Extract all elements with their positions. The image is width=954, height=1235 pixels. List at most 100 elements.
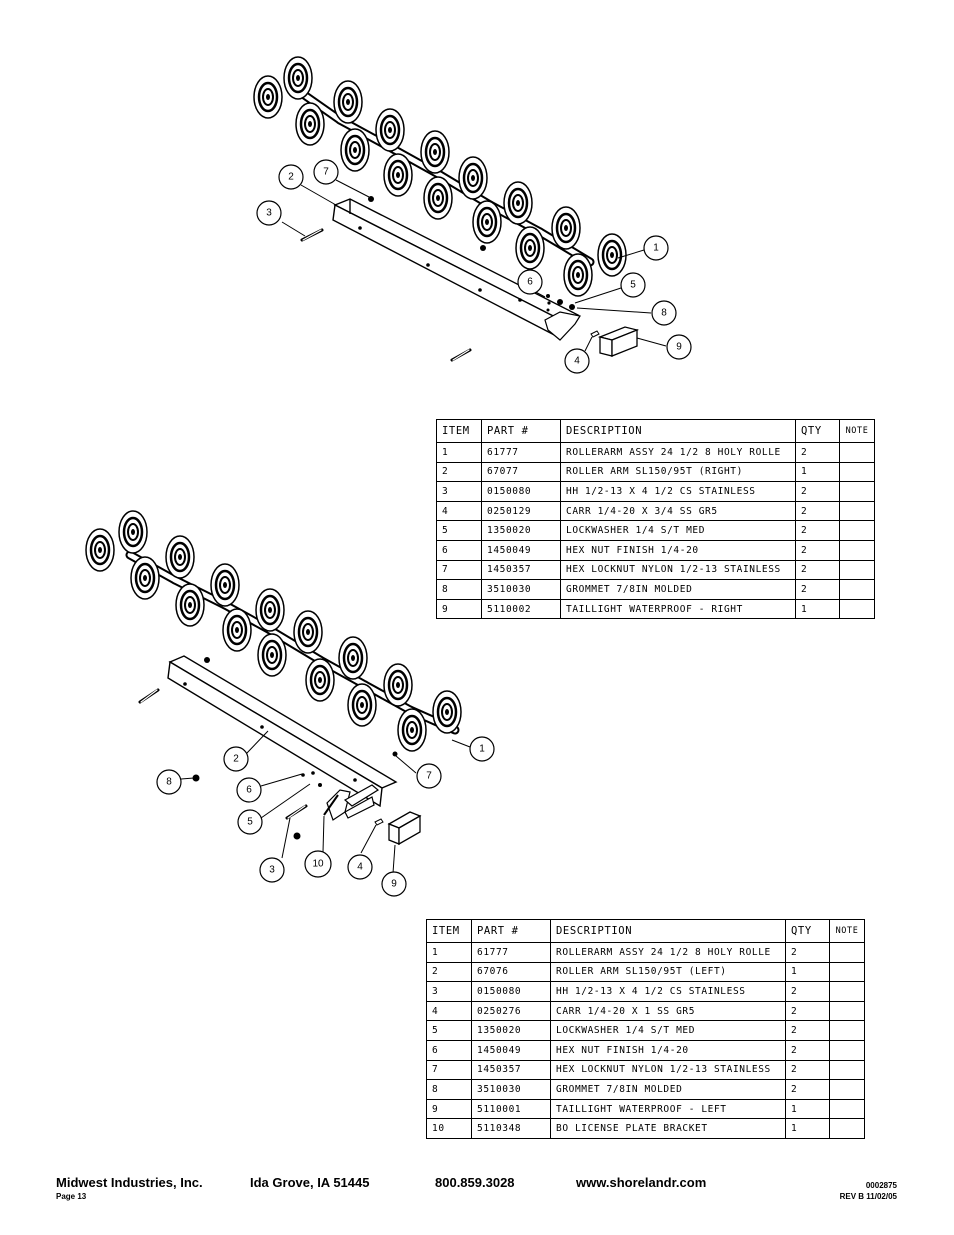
svg-text:5: 5: [630, 280, 636, 291]
cell-qty: 2: [795, 500, 840, 522]
cell-note: [829, 1079, 865, 1100]
cell-item: 4: [426, 1000, 472, 1022]
cell-description: BO LICENSE PLATE BRACKET: [550, 1118, 786, 1139]
header-part: PART #: [471, 919, 551, 943]
cell-part-number: 1350020: [471, 1020, 551, 1041]
cell-item: 4: [436, 500, 482, 522]
cell-note: [839, 481, 875, 502]
cell-note: [829, 1000, 865, 1022]
callout-2: 2: [223, 746, 249, 772]
cell-description: CARR 1/4-20 X 3/4 SS GR5: [560, 500, 796, 522]
cell-qty: 2: [795, 559, 840, 581]
cell-description: ROLLERARM ASSY 24 1/2 8 HOLY ROLLE: [560, 442, 796, 463]
header-qty: QTY: [785, 919, 830, 943]
cell-item: 3: [436, 481, 482, 502]
footer-phone: 800.859.3028: [435, 1175, 515, 1190]
svg-text:6: 6: [246, 785, 252, 796]
cell-description: HH 1/2-13 X 4 1/2 CS STAINLESS: [560, 481, 796, 502]
cell-part-number: 5110001: [471, 1098, 551, 1120]
cell-qty: 2: [795, 520, 840, 541]
svg-text:4: 4: [357, 862, 363, 873]
cell-description: GROMMET 7/8IN MOLDED: [550, 1079, 786, 1100]
cell-description: LOCKWASHER 1/4 S/T MED: [550, 1020, 786, 1041]
cell-qty: 1: [785, 1118, 830, 1139]
cell-part-number: 61777: [481, 442, 561, 463]
callout-9: 9: [666, 334, 692, 360]
svg-text:10: 10: [312, 859, 324, 870]
callout-6: 6: [517, 269, 543, 295]
footer-revision: REV B 11/02/05: [839, 1192, 897, 1201]
cell-part-number: 1450049: [481, 539, 561, 561]
callout-7: 7: [416, 763, 442, 789]
cell-part-number: 1350020: [481, 520, 561, 541]
cell-part-number: 1450357: [471, 1059, 551, 1081]
cell-item: 1: [426, 942, 472, 963]
cell-part-number: 1450049: [471, 1039, 551, 1061]
cell-qty: 2: [795, 539, 840, 561]
cell-item: 9: [426, 1098, 472, 1120]
cell-qty: 2: [785, 1079, 830, 1100]
cell-note: [839, 442, 875, 463]
cell-note: [839, 500, 875, 522]
table-header-row: ITEM PART # DESCRIPTION QTY NOTE: [426, 919, 865, 943]
callout-4: 4: [347, 854, 373, 880]
callout-5: 5: [237, 809, 263, 835]
cell-item: 2: [436, 461, 482, 483]
cell-item: 8: [426, 1079, 472, 1100]
svg-text:3: 3: [266, 208, 272, 219]
cell-note: [839, 520, 875, 541]
cell-qty: 1: [785, 961, 830, 983]
cell-description: LOCKWASHER 1/4 S/T MED: [560, 520, 796, 541]
table-header-row: ITEM PART # DESCRIPTION QTY NOTE: [436, 419, 875, 443]
cell-part-number: 5110002: [481, 598, 561, 620]
svg-text:2: 2: [233, 754, 239, 765]
cell-note: [839, 559, 875, 581]
footer-doc-number: 0002875: [865, 1181, 897, 1190]
cell-part-number: 0250129: [481, 500, 561, 522]
cell-description: TAILLIGHT WATERPROOF - LEFT: [550, 1098, 786, 1120]
cell-note: [829, 1098, 865, 1120]
cell-qty: 2: [795, 442, 840, 463]
header-item: ITEM: [436, 419, 482, 443]
cell-description: HEX LOCKNUT NYLON 1/2-13 STAINLESS: [550, 1059, 786, 1081]
cell-note: [829, 961, 865, 983]
callout-8: 8: [651, 300, 677, 326]
callout-6: 6: [236, 777, 262, 803]
callout-3: 3: [259, 857, 285, 883]
svg-text:5: 5: [247, 817, 253, 828]
cell-item: 1: [436, 442, 482, 463]
cell-qty: 2: [785, 942, 830, 963]
cell-item: 5: [436, 520, 482, 541]
left-roller-arm-assembly: 1 2 3 4 5 6 7 8 9 10: [84, 509, 495, 897]
svg-text:6: 6: [527, 277, 533, 288]
svg-text:3: 3: [269, 865, 275, 876]
cell-description: HH 1/2-13 X 4 1/2 CS STAINLESS: [550, 981, 786, 1002]
footer-location: Ida Grove, IA 51445: [250, 1175, 370, 1190]
svg-text:7: 7: [426, 771, 432, 782]
callout-4: 4: [564, 348, 590, 374]
cell-part-number: 67076: [471, 961, 551, 983]
cell-note: [829, 942, 865, 963]
cell-qty: 2: [785, 981, 830, 1002]
header-description: DESCRIPTION: [560, 419, 796, 443]
header-note: NOTE: [829, 919, 865, 943]
cell-qty: 2: [795, 579, 840, 600]
cell-part-number: 67077: [481, 461, 561, 483]
cell-description: ROLLERARM ASSY 24 1/2 8 HOLY ROLLE: [550, 942, 786, 963]
cell-note: [829, 981, 865, 1002]
cell-part-number: 61777: [471, 942, 551, 963]
cell-item: 6: [426, 1039, 472, 1061]
cell-note: [829, 1118, 865, 1139]
